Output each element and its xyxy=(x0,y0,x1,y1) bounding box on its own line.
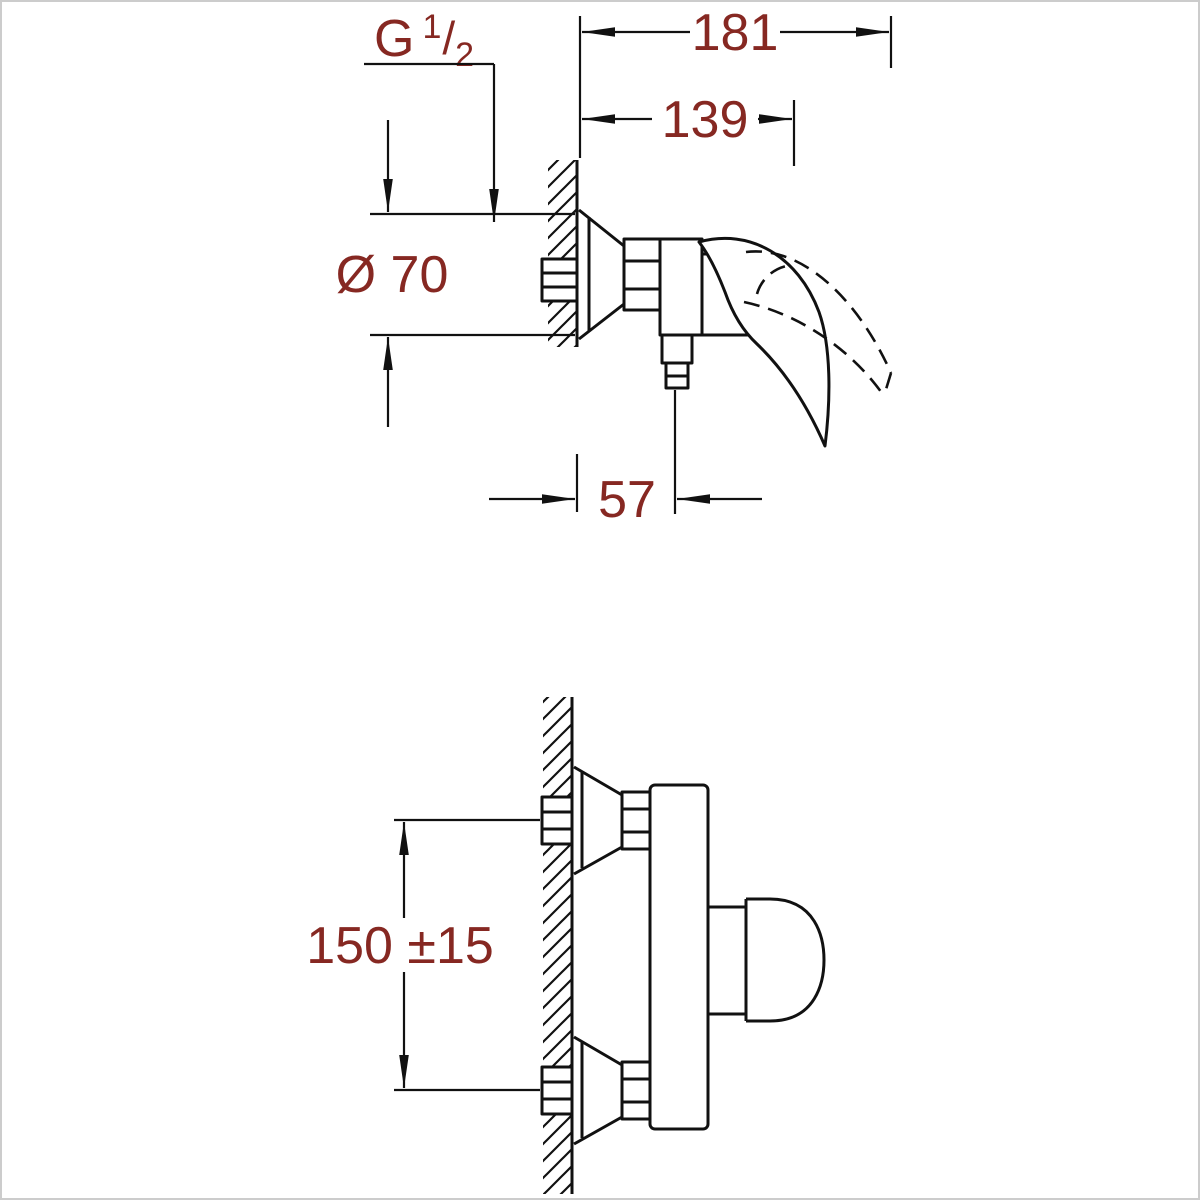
lever-handle xyxy=(697,236,831,448)
escutcheon-cone xyxy=(578,208,626,341)
mixer-body xyxy=(658,237,704,337)
union-nut xyxy=(622,237,662,312)
top-supply-hex xyxy=(540,795,574,846)
dim-181-label: 181 xyxy=(692,4,779,62)
top-union-nut xyxy=(620,790,652,851)
outlet-block xyxy=(660,333,694,365)
union-nut-facets xyxy=(624,259,660,291)
handle-dome xyxy=(746,897,826,1023)
wall-hatching-front xyxy=(543,697,572,1194)
top-union-nut-facets xyxy=(622,807,650,834)
bottom-supply-hex xyxy=(540,1065,574,1116)
bottom-union-nut xyxy=(620,1060,652,1121)
wall-hatching xyxy=(548,160,577,347)
bottom-union-nut-facets xyxy=(622,1077,650,1104)
supply-union-hex xyxy=(540,257,579,303)
lever-handle-raised-top-dashed xyxy=(745,250,893,374)
handle-neck-lines xyxy=(708,905,746,1016)
front-view: 150 ±15 xyxy=(306,697,826,1194)
dim-70-label: Ø 70 xyxy=(336,246,449,304)
bottom-supply-hex-facets xyxy=(542,1080,572,1101)
top-supply-hex-facets xyxy=(542,810,572,831)
mixer-body-front xyxy=(648,783,710,1131)
lever-handle-raised-bottom-dashed xyxy=(743,300,886,397)
dim-139-label: 139 xyxy=(662,91,749,149)
dim-57-label: 57 xyxy=(598,471,656,529)
dim-150-label: 150 ±15 xyxy=(306,917,494,975)
supply-union-hex-facets xyxy=(542,271,577,289)
lever-handle-raised-tip-dashed xyxy=(882,372,893,397)
lever-swing-arc-dashed xyxy=(755,263,794,295)
